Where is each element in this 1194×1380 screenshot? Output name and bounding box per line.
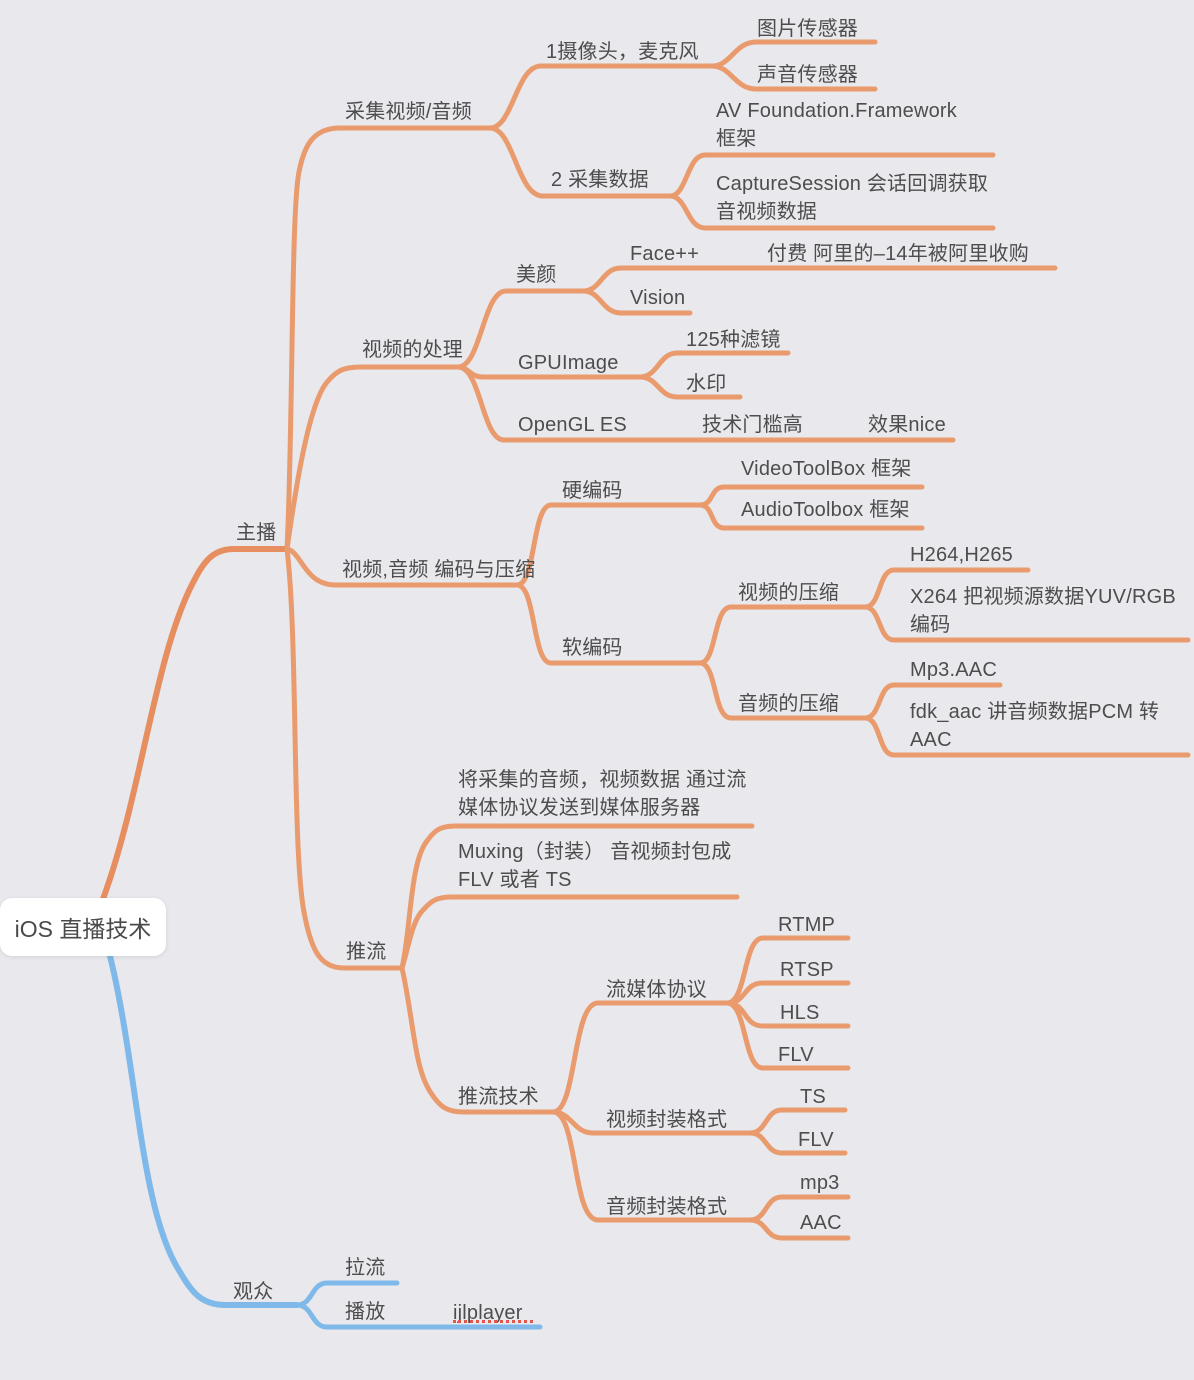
node-hardware-encoding[interactable]: 硬编码 xyxy=(562,480,623,502)
node-videotoolbox[interactable]: VideoToolBox 框架 xyxy=(741,458,912,480)
branch-processing-line xyxy=(284,364,461,552)
node-mp3aac[interactable]: Mp3.AAC xyxy=(910,659,997,681)
branch-capturesession-line xyxy=(667,193,996,231)
node-video-compression[interactable]: 视频的压缩 xyxy=(738,582,839,604)
node-opengl[interactable]: OpenGL ES xyxy=(518,414,627,436)
branch-sound-sensor-line xyxy=(709,63,878,92)
spellcheck-underline xyxy=(453,1317,533,1323)
branch-protocols-line xyxy=(550,1000,730,1115)
branch-video-compression-line xyxy=(697,604,868,666)
node-flv-protocol[interactable]: FLV xyxy=(778,1044,814,1066)
root-node[interactable]: iOS 直播技术 xyxy=(0,898,166,956)
branch-audio-compression-line xyxy=(697,660,868,721)
node-flv-format[interactable]: FLV xyxy=(798,1129,834,1151)
branch-device-line xyxy=(487,63,715,131)
node-vision[interactable]: Vision xyxy=(630,287,686,309)
branch-push-tech-line xyxy=(399,965,556,1115)
node-audio-format[interactable]: 音频封装格式 xyxy=(606,1196,728,1218)
trunk-audience-line xyxy=(107,953,300,1308)
node-player[interactable]: ijlplayer xyxy=(453,1302,523,1324)
node-audiotoolbox[interactable]: AudioToolbox 框架 xyxy=(741,499,910,521)
root-node-label: iOS 直播技术 xyxy=(14,916,152,942)
node-processing[interactable]: 视频的处理 xyxy=(362,339,463,361)
branch-aac-line xyxy=(747,1217,851,1241)
node-image-sensor[interactable]: 图片传感器 xyxy=(757,18,858,40)
branch-flv-format-line xyxy=(747,1130,848,1156)
branch-fdkaac-line xyxy=(862,715,1191,758)
trunk-anchor-line xyxy=(100,546,290,902)
node-fdkaac[interactable]: fdk_aac 讲音频数据PCM 转 AAC xyxy=(910,701,1160,751)
node-protocols[interactable]: 流媒体协议 xyxy=(606,979,707,1001)
node-push-tech[interactable]: 推流技术 xyxy=(458,1086,539,1108)
branch-hardware-line xyxy=(514,502,703,588)
node-filters[interactable]: 125种滤镜 xyxy=(686,329,781,351)
node-software-encoding[interactable]: 软编码 xyxy=(562,637,623,659)
branch-audiotoolbox-line xyxy=(697,502,925,531)
branch-capture-line xyxy=(284,125,493,552)
node-pull[interactable]: 拉流 xyxy=(345,1257,386,1279)
node-capture[interactable]: 采集视频/音频 xyxy=(345,101,472,123)
node-mp3[interactable]: mp3 xyxy=(800,1172,840,1194)
branch-audio-format-line xyxy=(550,1109,753,1223)
branch-vision-line xyxy=(580,288,693,316)
node-encoding[interactable]: 视频,音频 编码与压缩 xyxy=(342,559,536,581)
node-audio-compression[interactable]: 音频的压缩 xyxy=(738,693,839,715)
node-avfoundation[interactable]: AV Foundation.Framework 框架 xyxy=(716,100,957,150)
node-video-format[interactable]: 视频封装格式 xyxy=(606,1109,728,1131)
node-watermark[interactable]: 水印 xyxy=(686,373,727,395)
branch-encoding-line xyxy=(284,546,520,588)
node-audience[interactable]: 观众 xyxy=(233,1281,274,1303)
node-aac[interactable]: AAC xyxy=(800,1212,842,1234)
node-gpuimage[interactable]: GPUImage xyxy=(518,352,619,374)
node-h264[interactable]: H264,H265 xyxy=(910,544,1013,566)
node-play[interactable]: 播放 xyxy=(345,1301,386,1323)
branch-muxing-line xyxy=(399,894,740,971)
branch-push-description-line xyxy=(399,823,755,971)
branch-push-line xyxy=(284,546,405,971)
branch-opengl-line xyxy=(455,364,956,443)
node-capturesession[interactable]: CaptureSession 会话回调获取音视频数据 xyxy=(716,173,989,223)
node-push[interactable]: 推流 xyxy=(346,941,387,963)
node-push-description[interactable]: 将采集的音频，视频数据 通过流媒体协议发送到媒体服务器 xyxy=(458,769,747,819)
branch-watermark-line xyxy=(637,374,743,400)
node-sound-sensor[interactable]: 声音传感器 xyxy=(757,64,858,86)
node-facepp[interactable]: Face++ xyxy=(630,243,700,265)
node-opengl-threshold[interactable]: 技术门槛高 xyxy=(702,414,803,436)
node-beauty[interactable]: 美颜 xyxy=(516,264,557,286)
node-facepp-note[interactable]: 付费 阿里的–14年被阿里收购 xyxy=(767,243,1029,265)
node-rtsp[interactable]: RTSP xyxy=(780,959,834,981)
node-muxing[interactable]: Muxing（封装） 音视频封包成 FLV 或者 TS xyxy=(458,841,732,891)
branch-play-line xyxy=(294,1302,543,1330)
node-rtmp[interactable]: RTMP xyxy=(778,914,836,936)
branch-capture-data-line xyxy=(487,125,673,199)
node-ts[interactable]: TS xyxy=(800,1086,826,1108)
node-device[interactable]: 1摄像头，麦克风 xyxy=(546,41,699,63)
branch-flv-protocol-line xyxy=(724,1000,851,1071)
branch-x264-line xyxy=(862,604,1191,643)
node-capture-data[interactable]: 2 采集数据 xyxy=(551,169,649,191)
node-hls[interactable]: HLS xyxy=(780,1002,820,1024)
branch-software-line xyxy=(514,582,703,666)
node-opengl-effect[interactable]: 效果nice xyxy=(868,414,946,436)
node-anchor[interactable]: 主播 xyxy=(236,522,277,544)
branch-beauty-line xyxy=(455,288,586,370)
node-x264[interactable]: X264 把视频源数据YUV/RGB 编码 xyxy=(910,586,1176,636)
